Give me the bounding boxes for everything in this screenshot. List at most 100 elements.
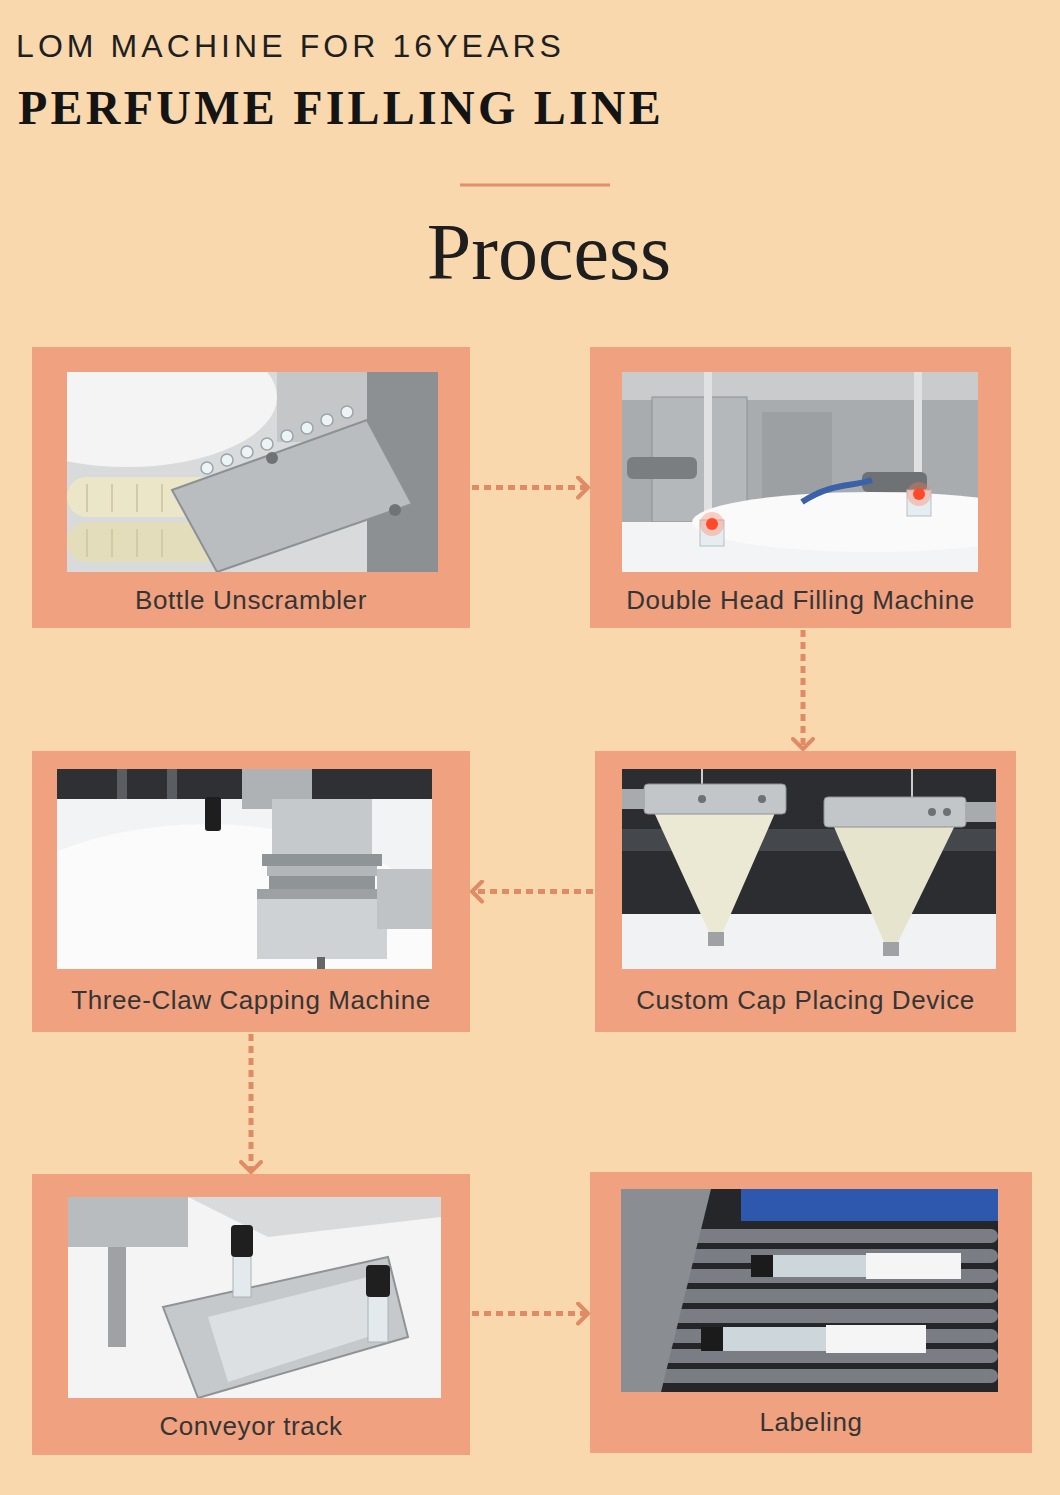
wire [911, 769, 913, 797]
glow [700, 512, 724, 536]
label-sleeve [866, 1253, 961, 1279]
clamp [622, 789, 644, 809]
bottle [771, 1255, 881, 1277]
bottle [201, 462, 213, 474]
table [622, 914, 996, 969]
hopper [647, 797, 782, 934]
bolt [758, 795, 766, 803]
cap [751, 1255, 773, 1277]
process-box: Double Head Filling Machine [590, 347, 1011, 628]
cap-placer-photo [622, 769, 996, 969]
cap [231, 1225, 253, 1257]
process-box: Labeling [590, 1172, 1032, 1453]
flow-arrow [472, 889, 593, 894]
glow [907, 482, 931, 506]
conveyor-photo [68, 1197, 441, 1398]
flow-arrow [801, 630, 806, 749]
turntable [57, 824, 432, 969]
needle-rod [704, 372, 712, 522]
ring [269, 876, 375, 889]
photo-ground [622, 769, 996, 969]
divider-line [460, 184, 610, 187]
capping-photo [57, 769, 432, 969]
cap [366, 1265, 390, 1297]
photo-ground [68, 1197, 441, 1398]
photo-ground [621, 1189, 998, 1392]
turntable [67, 372, 277, 467]
chuck-band [257, 889, 387, 899]
ring [267, 866, 377, 876]
bottle [241, 446, 253, 458]
section-heading: Process [427, 212, 671, 292]
sensor [627, 457, 697, 479]
bottle [301, 422, 313, 434]
bottle [721, 1327, 831, 1351]
nozzle [708, 932, 724, 946]
page-title: PERFUME FILLING LINE [18, 84, 664, 132]
post [108, 1247, 126, 1347]
unscrambler-photo [67, 372, 438, 572]
bottle [321, 414, 333, 426]
beam [622, 372, 978, 400]
title-slot: PERFUME FILLING LINE [18, 84, 918, 132]
step-caption: Double Head Filling Machine [626, 572, 975, 628]
nozzle [883, 942, 899, 956]
bottle [221, 454, 233, 466]
step-caption: Three-Claw Capping Machine [71, 969, 431, 1032]
flow-arrow [472, 1311, 588, 1316]
roller [651, 1229, 998, 1243]
process-box: Custom Cap Placing Device [595, 751, 1016, 1032]
knob [266, 452, 278, 464]
bottle [261, 438, 273, 450]
bolt [928, 808, 936, 816]
bolt [698, 795, 706, 803]
post [117, 769, 127, 799]
guide-plate [172, 420, 412, 572]
chute [163, 1257, 408, 1398]
process-box: Bottle Unscrambler [32, 347, 470, 628]
bottle [233, 1252, 251, 1297]
bolt [943, 808, 951, 816]
step-caption: Custom Cap Placing Device [636, 969, 975, 1032]
process-box: Three-Claw Capping Machine [32, 751, 470, 1032]
ring [262, 854, 382, 866]
belt [741, 1189, 998, 1221]
roller-ridges [87, 484, 187, 557]
wire [701, 769, 703, 785]
glow [706, 518, 718, 530]
process-box: Conveyor track [32, 1174, 470, 1455]
hose [802, 480, 872, 502]
label-slot: LOM MACHINE FOR 16YEARS [16, 30, 716, 62]
bottle [368, 1292, 388, 1342]
step-caption: Labeling [759, 1392, 862, 1453]
labeling-photo [621, 1189, 998, 1392]
rail [377, 869, 432, 929]
flow-arrow [249, 1034, 254, 1172]
frame [621, 1189, 711, 1392]
clamp [966, 802, 996, 822]
label-sleeve [826, 1325, 926, 1353]
turntable [692, 492, 978, 552]
flow-arrow [472, 485, 588, 490]
cap [205, 797, 221, 831]
roller [651, 1369, 998, 1383]
band [824, 797, 966, 827]
chuck [257, 889, 387, 959]
shaft [317, 957, 325, 969]
guide-block [68, 1197, 188, 1247]
label-slot: Process [349, 212, 749, 292]
knob [389, 504, 401, 516]
post [167, 769, 177, 799]
top-rail [188, 1197, 441, 1237]
band [644, 784, 786, 814]
cap [701, 1327, 723, 1351]
roller [651, 1289, 998, 1303]
roller [651, 1349, 998, 1363]
head [272, 799, 372, 854]
rollers [651, 1229, 998, 1383]
step-caption: Conveyor track [159, 1398, 342, 1455]
brand-line: LOM MACHINE FOR 16YEARS [16, 30, 565, 62]
filling-photo [622, 372, 978, 572]
bottle [281, 430, 293, 442]
